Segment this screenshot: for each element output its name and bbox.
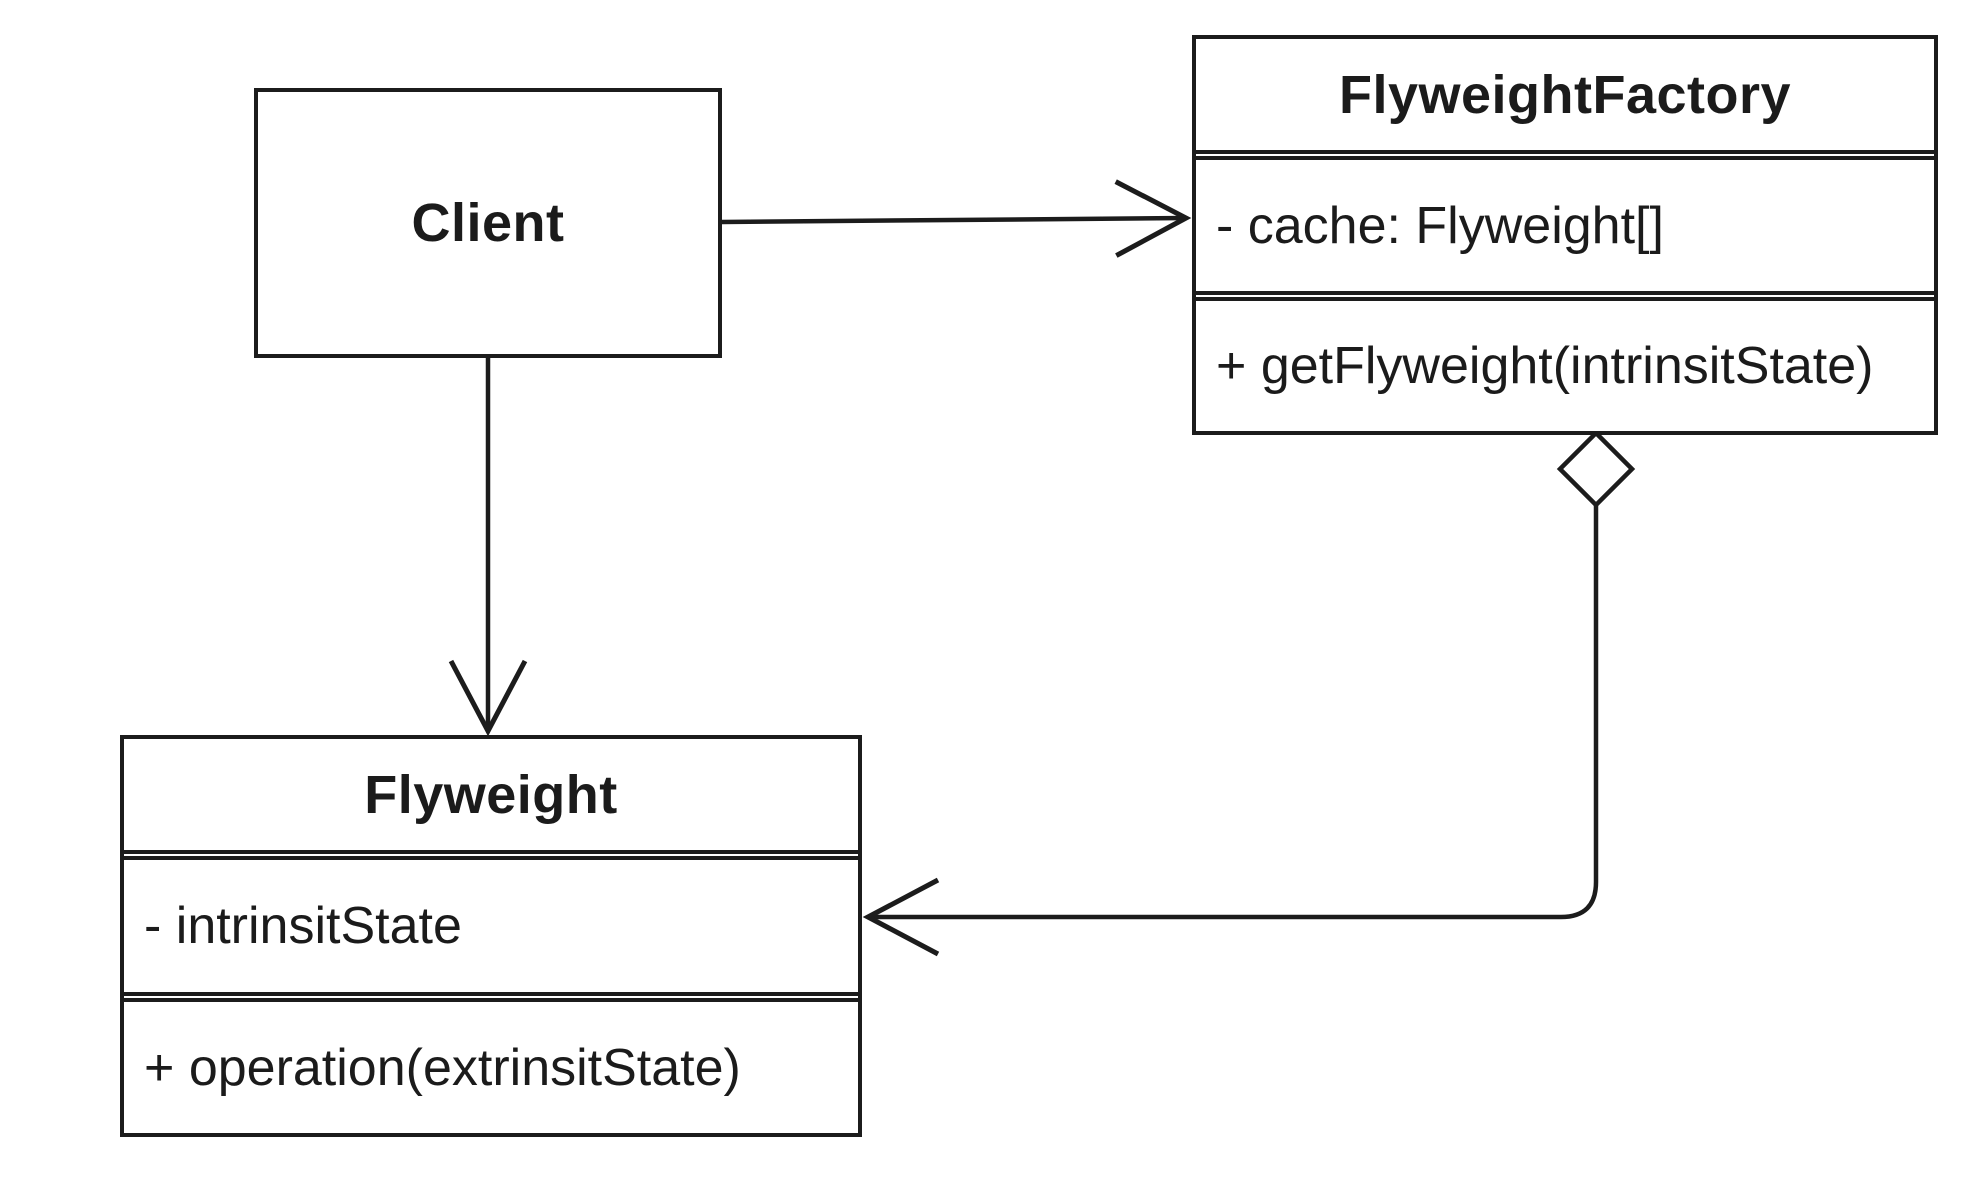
class-title-client: Client [411,193,565,253]
aggregation-diamond-icon [1556,429,1636,509]
class-method-operation: + operation(extrinsitState) [144,1038,741,1097]
class-method-get-flyweight: + getFlyweight(intrinsitState) [1216,337,1874,395]
class-box-flyweight: Flyweight - intrinsitState + operation(e… [120,735,862,1137]
compartment-separator [1196,291,1934,301]
compartment-separator [1196,150,1934,160]
aggregation-connector-factory-to-flyweight [862,503,1599,957]
class-attribute-cache: - cache: Flyweight[] [1216,196,1664,255]
class-attribute-intrinsit-state: - intrinsitState [144,897,462,955]
class-box-client: Client [254,88,722,358]
compartment-separator [124,992,858,1002]
association-arrow-client-to-factory [721,179,1192,258]
class-title-flyweight-factory: FlyweightFactory [1338,64,1792,125]
class-title-flyweight: Flyweight [364,764,618,825]
compartment-separator [124,850,858,860]
class-box-flyweight-factory: FlyweightFactory - cache: Flyweight[] + … [1192,35,1938,435]
